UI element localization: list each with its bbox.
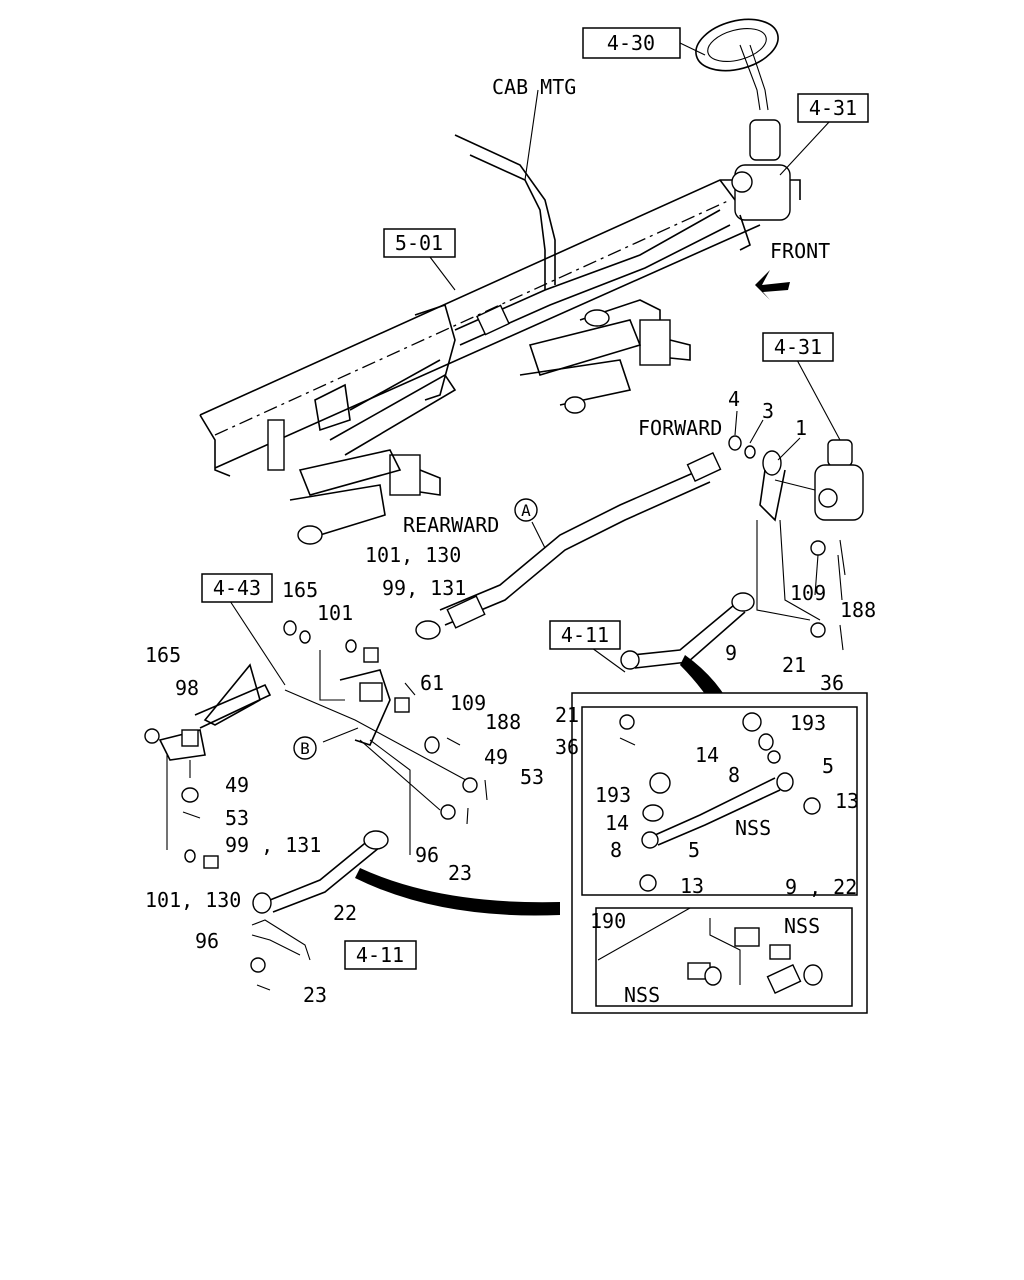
cab-mtg-label: CAB MTG xyxy=(492,75,576,99)
callout-b: B xyxy=(293,736,317,760)
steering-gear-mid xyxy=(774,439,864,521)
part-23-mid: 23 xyxy=(448,861,472,885)
part-96-bot: 96 xyxy=(195,929,219,953)
part-165-b: 165 xyxy=(145,643,181,667)
part-49-mid: 49 xyxy=(484,745,508,769)
kit-14-a: 14 xyxy=(695,743,719,767)
ref-4-11-bot: 4-11 xyxy=(344,940,417,970)
part-21-mid: 21 xyxy=(555,703,579,727)
part-53-left: 53 xyxy=(225,806,249,830)
part-53-mid: 53 xyxy=(520,765,544,789)
callout-a: A xyxy=(514,498,538,522)
part-3: 3 xyxy=(762,399,774,423)
part-109-right: 109 xyxy=(790,581,826,605)
part-9: 9 xyxy=(725,641,737,665)
steering-gear-upper xyxy=(731,119,791,251)
kit-13-b: 13 xyxy=(680,874,704,898)
ref-4-31-top-label: 4-31 xyxy=(809,96,857,120)
ref-5-01-label: 5-01 xyxy=(395,231,443,255)
kit-13-a: 13 xyxy=(835,789,859,813)
kit-nss-c: NSS xyxy=(624,983,660,1007)
fasteners xyxy=(144,435,846,991)
kit-nss-b: NSS xyxy=(784,914,820,938)
part-36-right: 36 xyxy=(820,671,844,695)
left-bracket xyxy=(158,663,272,850)
drag-link-a xyxy=(415,451,722,640)
kit-8-a: 8 xyxy=(728,763,740,787)
tie-rod-22 xyxy=(251,830,389,961)
cab-mount xyxy=(454,89,556,290)
ref-5-01: 5-01 xyxy=(383,228,456,258)
callout-a-label: A xyxy=(521,501,531,520)
part-22: 22 xyxy=(333,901,357,925)
part-101-a: 101 xyxy=(317,601,353,625)
ref-4-30-label: 4-30 xyxy=(607,31,655,55)
kit-190: 190 xyxy=(590,909,626,933)
ref-4-11-mid-label: 4-11 xyxy=(561,623,609,647)
rearward-axle xyxy=(267,303,457,545)
kit-5-b: 5 xyxy=(688,838,700,862)
part-99-131-top: 99, 131 xyxy=(382,576,466,600)
callout-b-label: B xyxy=(300,739,310,758)
part-101-130-top: 101, 130 xyxy=(365,543,461,567)
part-61: 61 xyxy=(420,671,444,695)
ref-4-11-mid: 4-11 xyxy=(549,620,621,650)
part-1: 1 xyxy=(795,416,807,440)
ref-4-11-bot-label: 4-11 xyxy=(356,943,404,967)
part-98: 98 xyxy=(175,676,199,700)
rearward-label: REARWARD xyxy=(403,513,499,537)
ref-4-31-top: 4-31 xyxy=(797,93,869,123)
kit-193-a: 193 xyxy=(790,711,826,735)
ref-4-31-mid: 4-31 xyxy=(762,332,834,362)
part-49-left: 49 xyxy=(225,773,249,797)
kit-193-b: 193 xyxy=(595,783,631,807)
part-labels: CAB MTG FRONT FORWARD REARWARD 4 3 1 109… xyxy=(145,75,876,1007)
bracket-b xyxy=(284,650,476,855)
ref-4-43-label: 4-43 xyxy=(213,576,261,600)
part-101-130-bot: 101, 130 xyxy=(145,888,241,912)
kit-nss-a: NSS xyxy=(735,816,771,840)
kit-9-22: 9 , 22 xyxy=(785,875,857,899)
part-109-mid: 109 xyxy=(450,691,486,715)
part-188-right: 188 xyxy=(840,598,876,622)
kit-5-a: 5 xyxy=(822,754,834,778)
forward-label: FORWARD xyxy=(638,416,722,440)
part-188-mid: 188 xyxy=(485,710,521,734)
leader-lines xyxy=(229,42,843,743)
kit-14-b: 14 xyxy=(605,811,629,835)
forward-axle xyxy=(519,299,691,414)
front-label: FRONT xyxy=(770,239,830,263)
part-165-a: 165 xyxy=(282,578,318,602)
part-99-131-bot: 99 , 131 xyxy=(225,833,321,857)
part-23-bot: 23 xyxy=(303,983,327,1007)
part-96-mid: 96 xyxy=(415,843,439,867)
part-4: 4 xyxy=(728,387,740,411)
upper-drag-link xyxy=(454,209,731,346)
ref-4-30: 4-30 xyxy=(582,27,681,59)
part-21-right: 21 xyxy=(782,653,806,677)
pitman-arm xyxy=(756,450,821,621)
steering-wheel xyxy=(695,18,779,111)
kit-box xyxy=(571,692,868,1014)
part-36-mid: 36 xyxy=(555,735,579,759)
ref-4-43: 4-43 xyxy=(201,573,273,603)
ref-4-31-mid-label: 4-31 xyxy=(774,335,822,359)
kit-8-b: 8 xyxy=(610,838,622,862)
